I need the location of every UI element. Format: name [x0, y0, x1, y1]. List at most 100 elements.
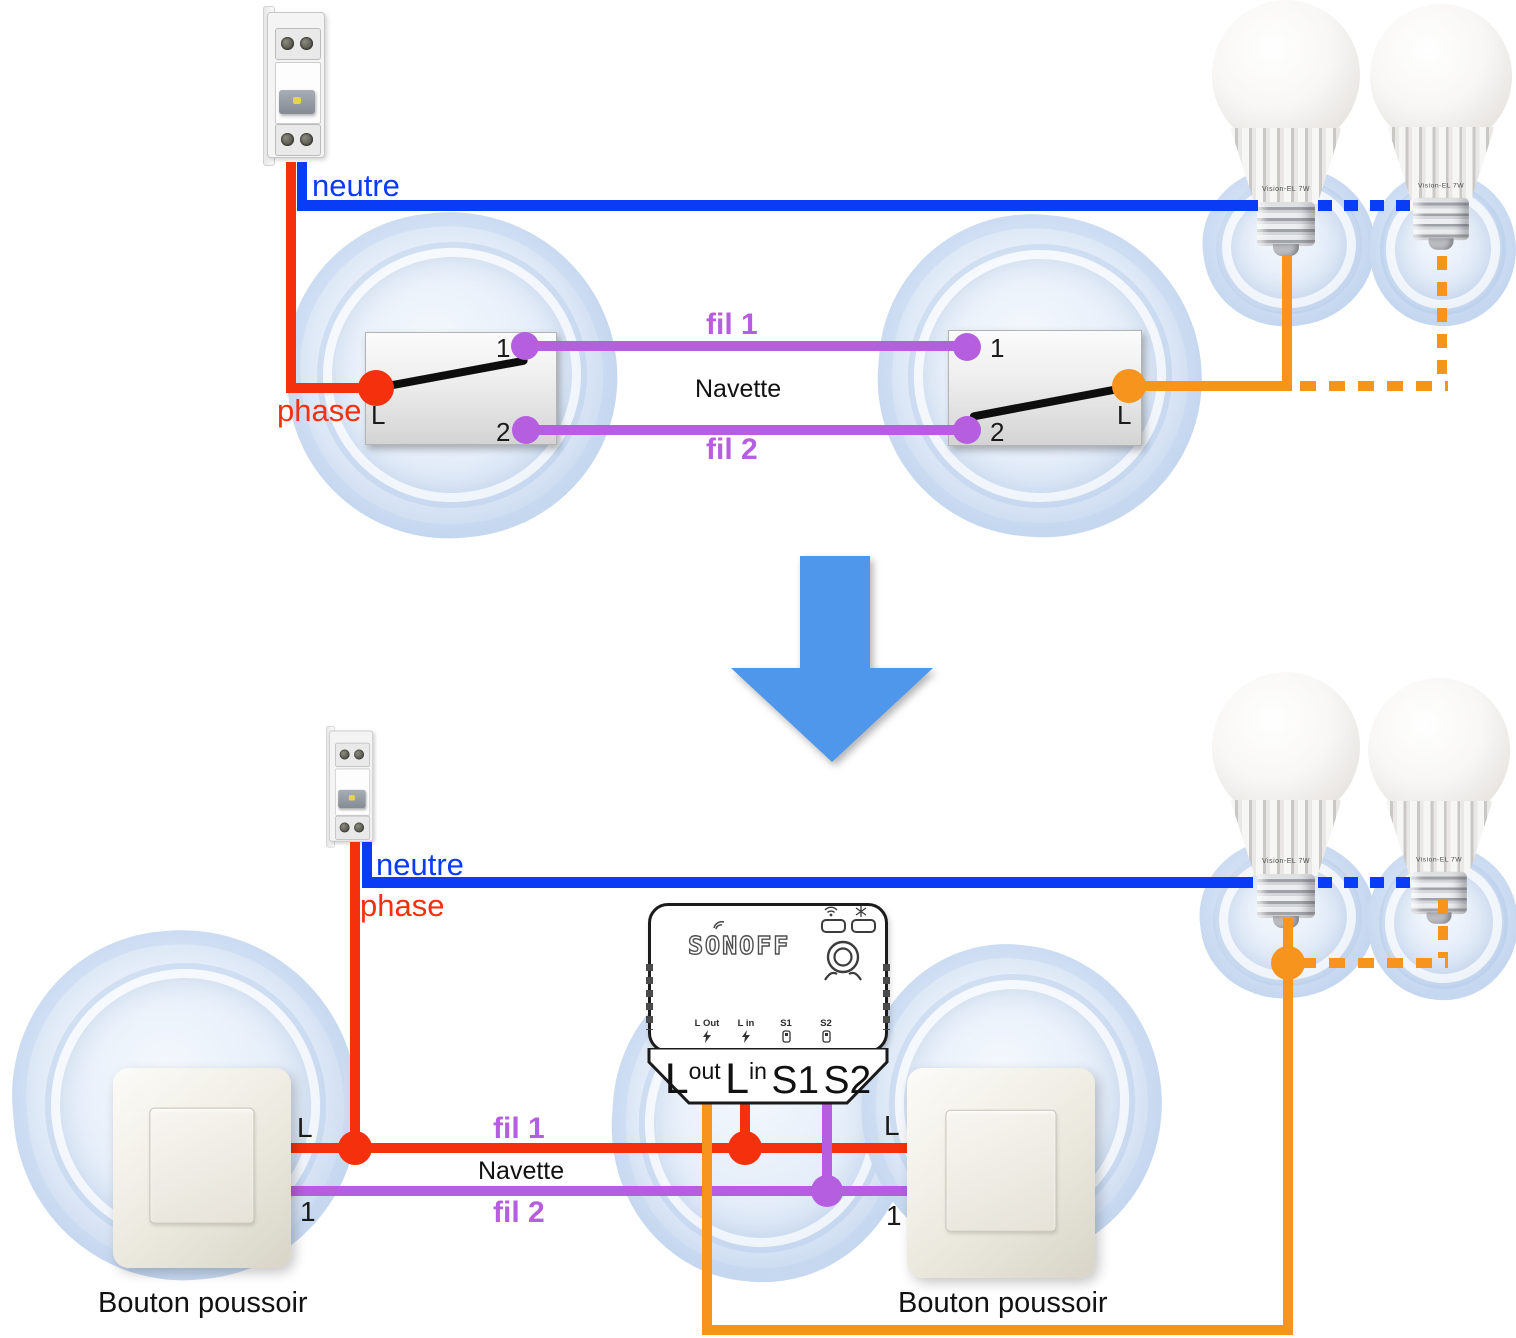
- wire-lampe-bottom-vertical: [1283, 918, 1293, 1335]
- circuit-breaker: [326, 726, 376, 848]
- phase-label-top: phase: [277, 393, 362, 428]
- wifi-signal-icon: [713, 920, 725, 930]
- terminal-dot-1-right: [953, 333, 981, 361]
- button-right-terminal-1: 1: [886, 1200, 902, 1231]
- wire-phase-bottom-vertical: [350, 842, 360, 1154]
- phase-label-bottom: phase: [360, 888, 445, 923]
- transform-down-arrow: [731, 556, 933, 762]
- wifi-led: [821, 919, 846, 933]
- switch-right-terminal-L: L: [1117, 400, 1132, 430]
- light-bulb: Vision-EL 7W: [1370, 4, 1513, 252]
- pairing-button-icon: [824, 940, 862, 981]
- wire-lampe-bottom-dashed-horizontal: [1300, 958, 1448, 968]
- lightning-icon: [742, 1030, 750, 1043]
- bulb-screw-base: [1413, 197, 1469, 241]
- junction-dot-lampe: [1271, 946, 1305, 980]
- switch-right-terminal-1: 1: [990, 333, 1005, 363]
- switch-left-terminal-1: 1: [496, 333, 511, 363]
- sonoff-terminal-lin-label: L in: [737, 1018, 755, 1029]
- junction-dot-s2: [811, 1175, 843, 1207]
- navette-label-top: Navette: [695, 375, 782, 403]
- wire-lampe-top-dashed-vertical: [1437, 256, 1447, 381]
- wire-neutre-bottom-dashed: [1318, 877, 1414, 888]
- bulb-brand-label: Vision-EL 7W: [1417, 182, 1465, 190]
- neutre-label-bottom: neutre: [376, 847, 464, 882]
- bulb-screw-base: [1257, 874, 1315, 918]
- breaker-lever: [279, 90, 315, 114]
- light-bulb: Vision-EL 7W: [1212, 672, 1360, 930]
- wire-fil1-bottom: [288, 1143, 907, 1153]
- bulb-globe: [1212, 672, 1360, 822]
- wire-lampe-top-dashed-horizontal: [1300, 381, 1448, 391]
- push-button-left-caption: Bouton poussoir: [98, 1287, 308, 1319]
- fil2-label-top: fil 2: [706, 433, 758, 466]
- switch-input-icon: [821, 1030, 831, 1043]
- lin-big-label: L: [725, 1055, 750, 1103]
- junction-dot-lin: [728, 1131, 762, 1165]
- light-bulb: Vision-EL 7W: [1368, 678, 1511, 926]
- terminal-dot-phase-L: [358, 370, 394, 406]
- lightning-icon: [703, 1030, 711, 1043]
- wire-phase-top-horizontal: [286, 383, 378, 393]
- button-left-terminal-1: 1: [300, 1196, 316, 1227]
- light-bulb: Vision-EL 7W: [1212, 0, 1360, 258]
- wire-lampe-bottom-horizontal: [702, 1325, 1293, 1335]
- switch-left-terminal-L: L: [371, 400, 386, 430]
- wire-neutre-top-vertical: [297, 162, 307, 210]
- push-button-rocker: [945, 1109, 1057, 1232]
- switch-input-icon: [781, 1030, 791, 1043]
- bulb-brand-label: Vision-EL 7W: [1415, 856, 1463, 864]
- wire-neutre-top-dashed: [1318, 200, 1415, 211]
- breaker-terminal-top: [335, 742, 371, 768]
- pairing-led: [851, 919, 876, 933]
- bulb-globe: [1212, 0, 1360, 150]
- push-button-left: [113, 1068, 291, 1268]
- terminal-dot-lampe-L: [1112, 369, 1146, 403]
- bulb-globe: [1368, 678, 1511, 822]
- wire-fil2-top: [524, 425, 968, 435]
- breaker-terminal-bottom: [335, 815, 371, 840]
- sonoff-terminal-lout-label: L Out: [694, 1018, 720, 1029]
- terminal-dot-1-left: [511, 332, 539, 360]
- fil2-label-bottom: fil 2: [493, 1196, 545, 1229]
- bulb-screw-base: [1257, 202, 1315, 246]
- wire-neutre-bottom-vertical: [362, 842, 372, 888]
- terminal-dot-2-left: [512, 416, 540, 444]
- bulb-brand-label: Vision-EL 7W: [1261, 858, 1311, 865]
- fil1-label-top: fil 1: [706, 308, 758, 341]
- wifi-icon: [824, 906, 838, 917]
- push-button-rocker: [149, 1107, 255, 1224]
- wire-lout-vertical: [702, 1102, 712, 1335]
- sonoff-big-terminal-labels: Lout Lin S1 S2: [664, 1055, 872, 1103]
- bulb-contact-tip: [1273, 244, 1299, 256]
- wire-lampe-bottom-dashed-vertical: [1438, 900, 1448, 958]
- switch-left-terminal-2: 2: [496, 417, 511, 447]
- pairing-icon: [855, 906, 867, 917]
- sonoff-logo: SONOFF: [687, 930, 791, 960]
- wire-fil2-bottom: [288, 1186, 907, 1196]
- wire-lampe-top-horizontal: [1128, 381, 1288, 391]
- bulb-contact-tip: [1428, 238, 1454, 250]
- sonoff-terminal-s2-label: S2: [820, 1018, 832, 1029]
- sonoff-chin: [647, 1048, 889, 1105]
- lout-big-label: L: [664, 1055, 689, 1103]
- wire-lampe-top-vertical: [1282, 256, 1292, 391]
- s2-big-label: S2: [823, 1059, 872, 1102]
- s1-big-label: S1: [771, 1059, 820, 1102]
- bulb-globe: [1370, 4, 1513, 148]
- push-button-right-caption: Bouton poussoir: [898, 1287, 1108, 1319]
- breaker-terminal-bottom: [275, 124, 321, 156]
- sonoff-terminal-s1-label: S1: [780, 1018, 792, 1029]
- breaker-lever: [338, 789, 366, 809]
- push-button-right: [907, 1068, 1095, 1278]
- wire-s2-drop: [822, 1102, 832, 1194]
- bulb-brand-label: Vision-EL 7W: [1261, 186, 1311, 193]
- neutre-label-top: neutre: [312, 168, 400, 203]
- terminal-dot-2-right: [953, 416, 981, 444]
- navette-label-bottom: Navette: [478, 1157, 565, 1185]
- sonoff-side-notches-right: [883, 964, 890, 1030]
- wire-neutre-top-horizontal: [297, 200, 1258, 211]
- wire-lin-drop: [740, 1102, 750, 1148]
- wire-phase-top-vertical: [286, 162, 296, 393]
